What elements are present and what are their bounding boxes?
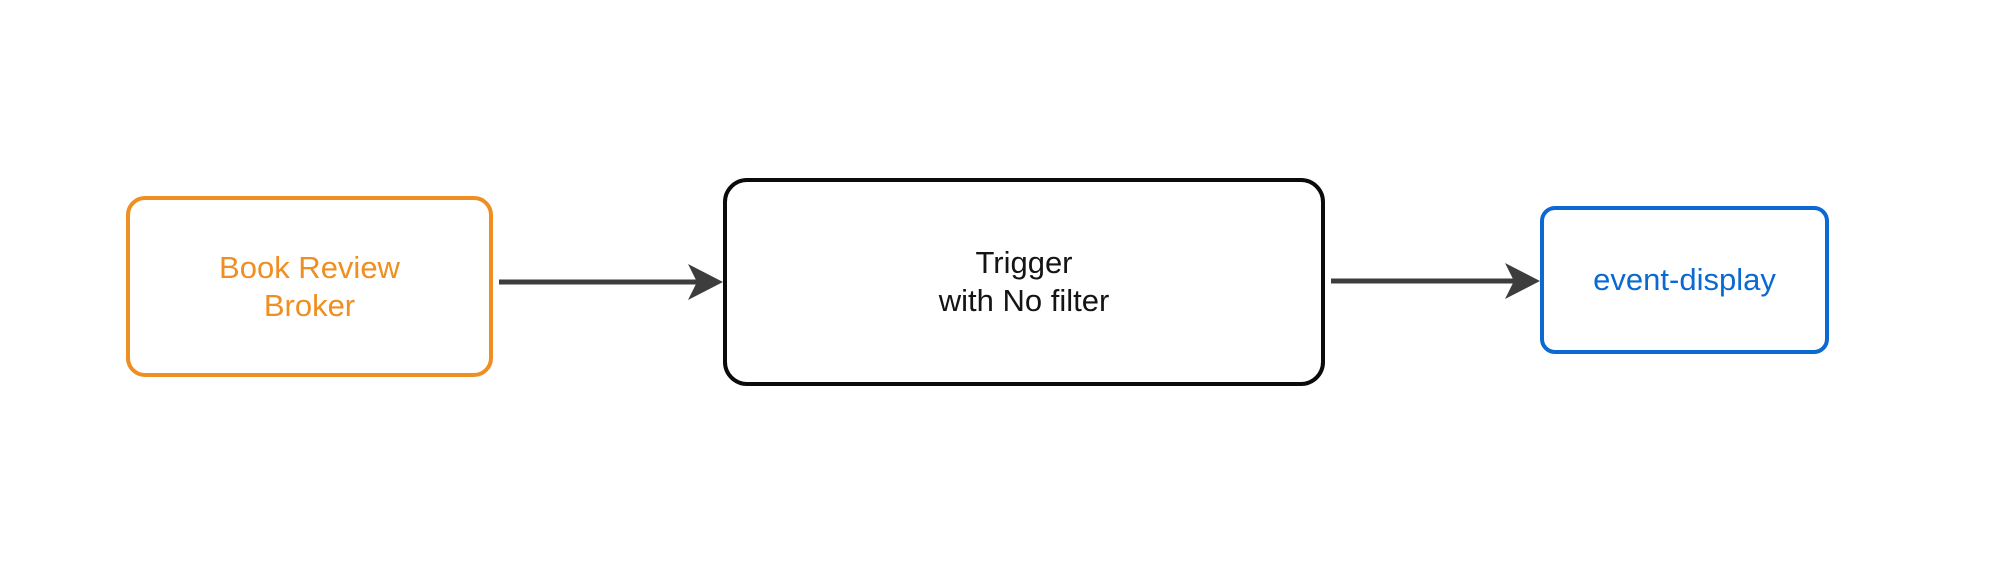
- node-book-review-broker-label: Book Review Broker: [219, 249, 400, 323]
- edge-trigger-to-sink-arrowhead: [1505, 263, 1540, 299]
- node-event-display[interactable]: event-display: [1540, 206, 1829, 354]
- node-book-review-broker[interactable]: Book Review Broker: [126, 196, 493, 377]
- edge-broker-to-trigger-arrowhead: [688, 264, 723, 300]
- node-event-display-label: event-display: [1593, 262, 1776, 298]
- node-trigger-with-no-filter-label: Trigger with No filter: [938, 245, 1110, 318]
- node-trigger-with-no-filter[interactable]: Trigger with No filter: [723, 178, 1325, 386]
